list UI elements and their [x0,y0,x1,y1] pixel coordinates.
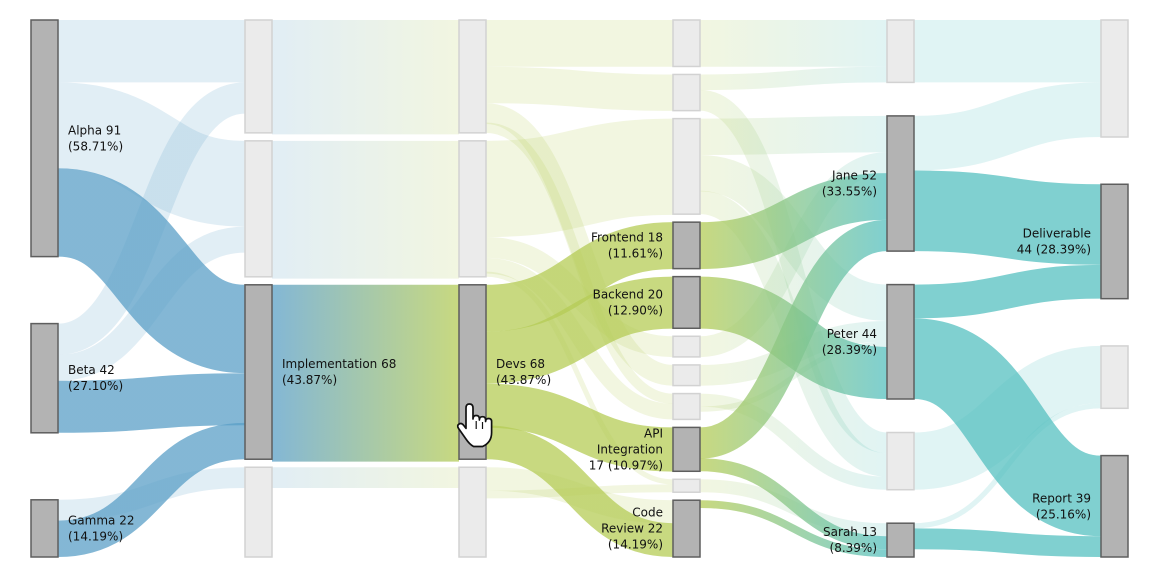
node-c1d[interactable] [244,466,273,558]
node-beta[interactable] [30,322,59,434]
link-API-Sarah[interactable] [699,458,888,550]
node-c1a[interactable] [244,19,273,134]
hand-pointer-icon [456,403,493,448]
link-C3C-Jane[interactable] [699,115,888,156]
node-c4a[interactable] [886,19,915,84]
label-peter: Peter 44(28.39%) [822,327,877,357]
link-C2B-C3C[interactable] [485,118,674,238]
node-gamma[interactable] [30,499,59,558]
link-C3B-C4A[interactable] [699,66,888,91]
node-report[interactable] [1100,454,1129,558]
link-C2A-C3B[interactable] [485,66,674,111]
link-Devs-Frontend[interactable] [485,222,674,332]
node-c5c[interactable] [1100,345,1129,410]
labels-layer: Alpha 91(58.71%) Beta 42(27.10%) Gamma 22(… [68,123,1091,555]
node-alpha[interactable] [30,19,59,258]
link-CodeReview-Sarah[interactable] [699,500,888,557]
node-c2d[interactable] [458,466,487,558]
link-Gamma-Implementation[interactable] [57,422,246,557]
link-Jane-C5A[interactable] [913,82,1102,171]
label-implementation: Implementation 68(43.87%) [282,357,396,387]
label-frontend: Frontend 18(11.61%) [591,230,663,260]
link-Alpha-C1B[interactable] [56,82,247,227]
node-jane[interactable] [886,115,915,252]
link-Frontend-Jane[interactable] [699,173,888,269]
link-Jane-Deliverable[interactable] [913,170,1102,265]
node-c1b[interactable] [244,140,273,278]
node-implementation[interactable] [244,284,273,460]
label-report: Report 39(25.16%) [1032,491,1091,521]
link-Peter-Report[interactable] [911,318,1104,537]
label-backend: Backend 20(12.90%) [593,287,663,317]
link-Sarah-Report[interactable] [913,528,1102,557]
link-Beta-Implementation[interactable] [57,373,246,433]
node-code-review[interactable] [672,499,701,558]
node-c4d[interactable] [886,431,915,491]
label-beta: Beta 42(27.10%) [68,363,123,393]
node-c5a[interactable] [1100,19,1129,138]
node-api-integration[interactable] [672,426,701,473]
node-c3g[interactable] [672,364,701,387]
node-backend[interactable] [672,275,701,330]
node-c2a[interactable] [458,19,487,134]
link-Alpha-Implementation[interactable] [55,168,248,374]
link-Devs-API[interactable] [485,383,674,472]
label-jane: Jane 52(33.55%) [822,169,877,199]
node-c3c[interactable] [672,117,701,215]
node-c3h[interactable] [672,392,701,421]
label-sarah: Sarah 13(8.39%) [823,525,877,555]
link-C2A-C3G[interactable] [484,103,675,386]
links-layer [55,19,1104,557]
link-API-Jane[interactable] [698,219,889,459]
nodes-layer [30,19,1129,558]
node-peter[interactable] [886,283,915,400]
label-alpha: Alpha 91(58.71%) [68,123,123,153]
link-Devs-CodeReview[interactable] [485,425,674,557]
node-c2b[interactable] [458,140,487,278]
link-C3F-Jane[interactable] [699,152,888,358]
link-Devs-Backend[interactable] [485,276,674,384]
node-c3f[interactable] [672,335,701,358]
node-c3j[interactable] [672,478,701,493]
node-sarah[interactable] [886,522,915,558]
node-c3a[interactable] [672,19,701,68]
node-frontend[interactable] [672,221,701,270]
link-Peter-Deliverable[interactable] [913,264,1102,319]
label-devs: Devs 68(43.87%) [496,357,551,387]
label-gamma: Gamma 22(14.19%) [68,513,134,543]
node-c3b[interactable] [672,73,701,112]
node-deliverable[interactable] [1100,183,1129,300]
